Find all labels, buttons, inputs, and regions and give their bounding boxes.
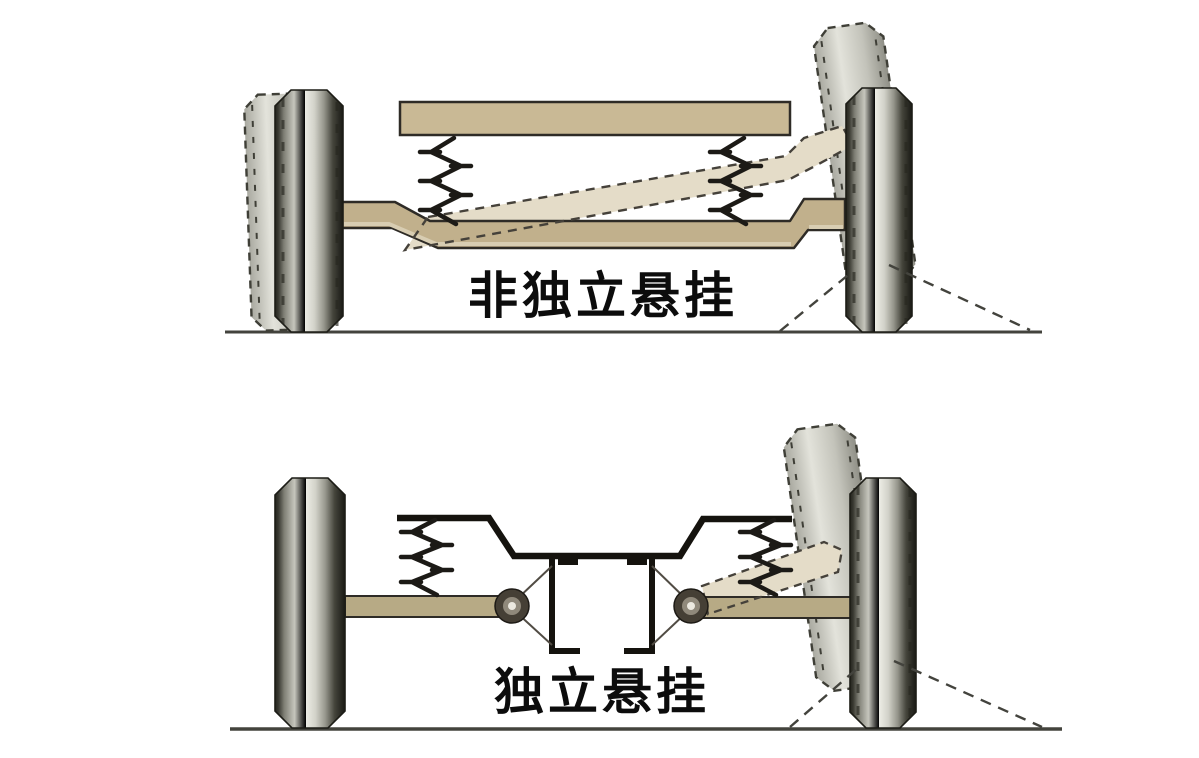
frame-bar	[398, 100, 792, 137]
axle-highlight	[344, 222, 843, 246]
frame-crossmember	[397, 514, 792, 560]
mount-tab-left	[558, 556, 578, 565]
wheel-right	[845, 87, 913, 333]
coil-spring-right	[737, 517, 794, 598]
center-mount-box	[549, 557, 655, 654]
mount-tab-right	[627, 556, 647, 565]
pivot-bracket-lines	[515, 565, 688, 646]
tread-marks	[281, 98, 339, 326]
control-arm-left	[344, 595, 516, 618]
coil-spring-left	[417, 135, 474, 227]
bottom-diagram-label: 独立悬挂	[494, 663, 710, 721]
wheel-right	[849, 477, 917, 729]
wheel-left	[274, 477, 346, 729]
pivot-bushing-right	[673, 588, 709, 624]
coil-spring-right	[707, 135, 764, 227]
tread-marks	[852, 96, 908, 324]
control-arm-right	[688, 596, 853, 619]
top-diagram-non-independent: 非独立悬挂	[225, 21, 1042, 334]
solid-axle-beam	[339, 197, 847, 250]
camber-dashed-lines	[779, 263, 1031, 332]
tread-marks	[856, 486, 912, 720]
pivot-bushing-left	[494, 588, 530, 624]
ghost-axle-fill	[405, 126, 853, 250]
top-diagram-label: 非独立悬挂	[468, 267, 738, 325]
camber-dashed-lines	[789, 659, 1043, 729]
coil-spring-left	[398, 517, 455, 598]
bottom-diagram-independent: 独立悬挂	[230, 422, 1062, 731]
wheel-left	[274, 89, 344, 333]
